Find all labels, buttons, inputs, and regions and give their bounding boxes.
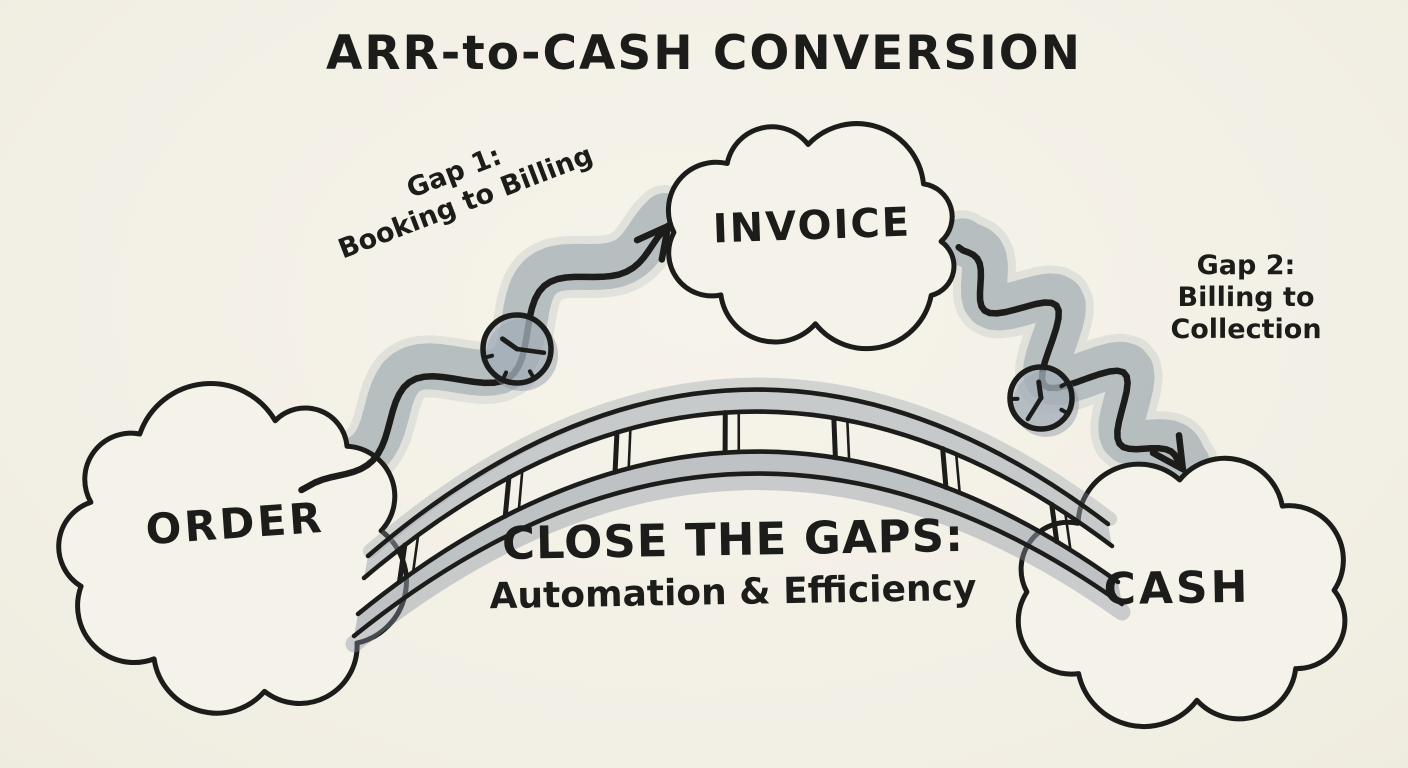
- clock-icon: [1007, 364, 1079, 437]
- gap2-label: Gap 2: Billing to Collection: [1146, 250, 1346, 346]
- gap2-line2: Billing to: [1177, 281, 1315, 313]
- bridge-arch: [345, 377, 1131, 653]
- order-cloud: [56, 381, 409, 716]
- gap2-line3: Collection: [1170, 313, 1322, 345]
- page-title: ARR-to-CASH CONVERSION: [325, 26, 1083, 81]
- gap2-line1: Gap 2:: [1196, 250, 1296, 281]
- invoice-cloud: [665, 121, 957, 352]
- cash-cloud-label: CASH: [1103, 561, 1251, 616]
- bridge-heading: CLOSE THE GAPS:: [501, 508, 965, 571]
- clock-icon: [480, 312, 559, 392]
- invoice-cloud-label: INVOICE: [712, 199, 912, 253]
